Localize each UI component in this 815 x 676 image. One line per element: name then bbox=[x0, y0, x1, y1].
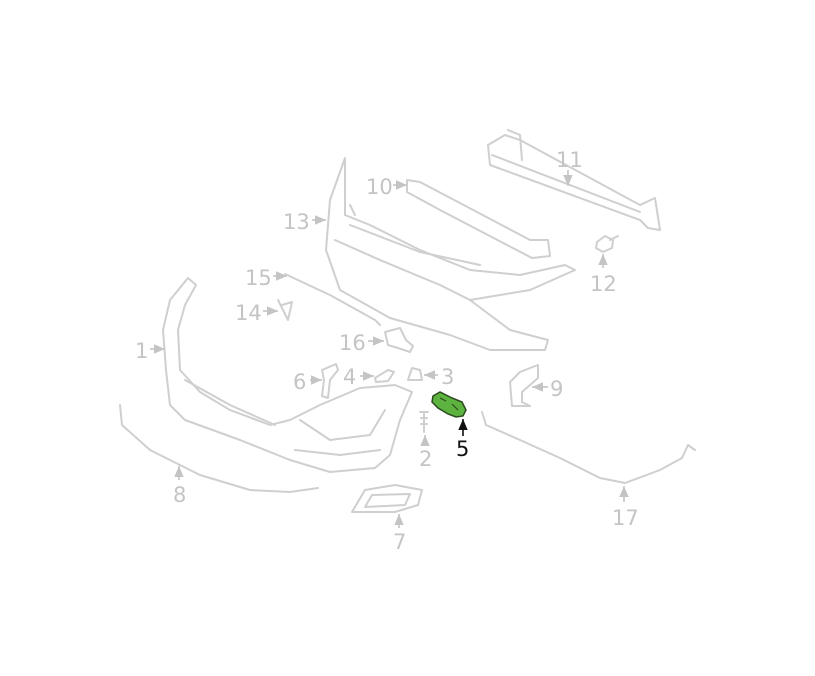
part-12-bolt bbox=[595, 235, 619, 253]
part-5-bracket-highlighted bbox=[431, 391, 467, 418]
label-1: 1 bbox=[135, 339, 148, 363]
label-8: 8 bbox=[173, 483, 186, 507]
label-10: 10 bbox=[366, 175, 393, 199]
label-13: 13 bbox=[283, 210, 310, 234]
part-4-holder bbox=[374, 369, 395, 383]
part-1-lower-bumper bbox=[162, 277, 413, 473]
label-4: 4 bbox=[343, 365, 356, 389]
part-6-bracket bbox=[321, 363, 339, 399]
part-2-screw bbox=[419, 411, 429, 433]
part-3-nut bbox=[407, 367, 423, 381]
part-7-fog-trim bbox=[351, 484, 423, 513]
label-14: 14 bbox=[235, 301, 262, 325]
part-14-clip bbox=[277, 299, 293, 321]
label-6: 6 bbox=[293, 370, 306, 394]
label-5: 5 bbox=[456, 437, 469, 461]
label-16: 16 bbox=[339, 331, 366, 355]
part-11-reinforcement-beam bbox=[487, 129, 661, 231]
part-10-absorber bbox=[406, 179, 551, 259]
label-15: 15 bbox=[245, 266, 272, 290]
label-11: 11 bbox=[556, 148, 583, 172]
part-9-side-bracket bbox=[509, 364, 539, 407]
part-16-sensor bbox=[384, 327, 414, 353]
label-9: 9 bbox=[550, 377, 563, 401]
part-15-strip bbox=[284, 273, 381, 326]
label-3: 3 bbox=[441, 365, 454, 389]
part-13-upper-cover bbox=[325, 157, 576, 351]
label-12: 12 bbox=[590, 272, 617, 296]
part-17-wiring-harness bbox=[481, 411, 696, 484]
label-2: 2 bbox=[419, 447, 432, 471]
part-8-lower-strip bbox=[119, 404, 319, 493]
label-7: 7 bbox=[393, 530, 406, 554]
label-17: 17 bbox=[612, 506, 639, 530]
